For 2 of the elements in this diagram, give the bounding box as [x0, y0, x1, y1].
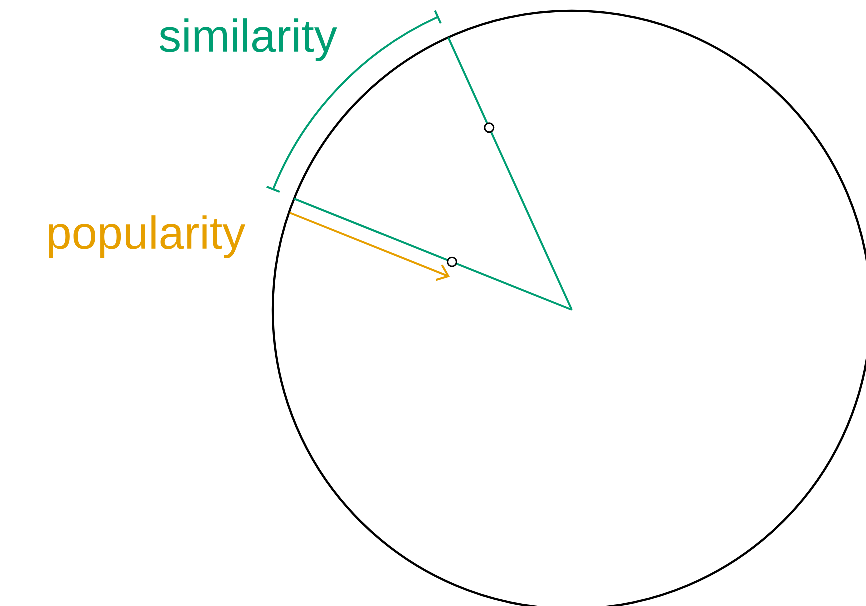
label: similarity	[160, 18, 338, 62]
label: popularity	[49, 216, 246, 258]
